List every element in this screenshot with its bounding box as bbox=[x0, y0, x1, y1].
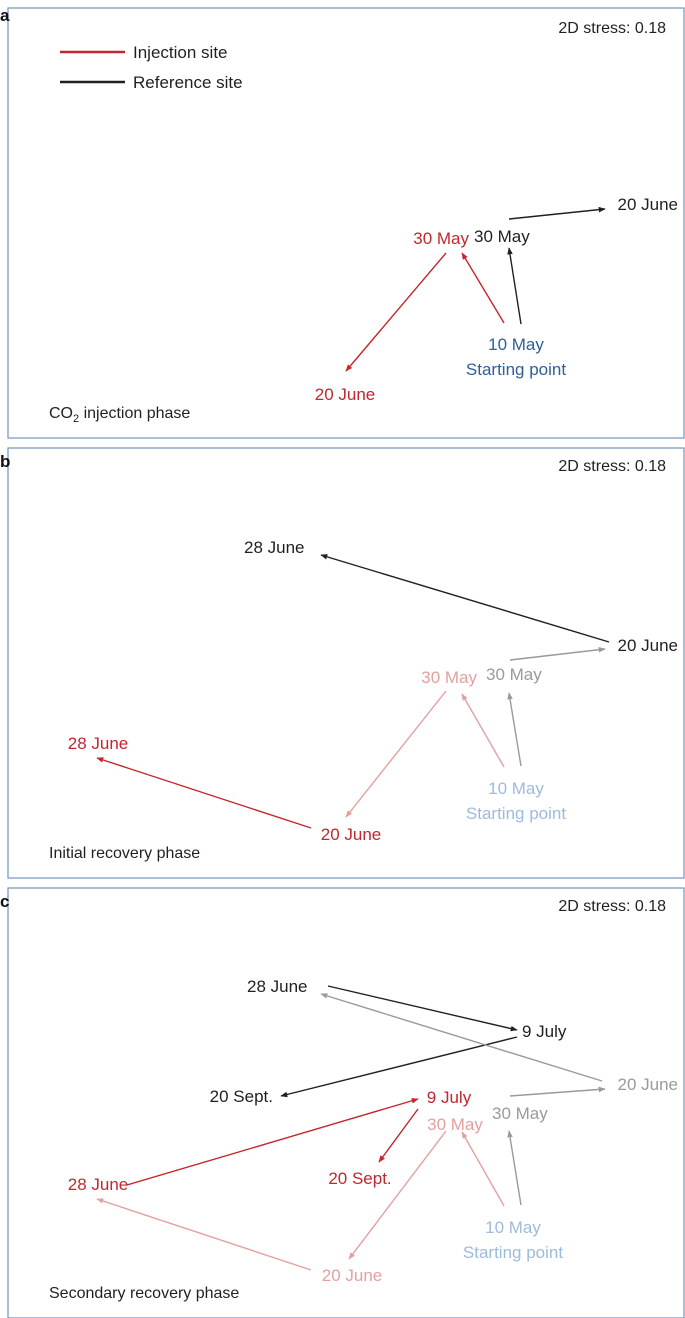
time-point-label: 20 June bbox=[618, 195, 679, 214]
phase-label: Secondary recovery phase bbox=[49, 1285, 239, 1302]
trajectory-arrow-reference-faded bbox=[320, 993, 603, 1082]
panel-letter: a bbox=[0, 6, 10, 25]
time-point-label: 9 July bbox=[522, 1022, 567, 1041]
phase-label: Initial recovery phase bbox=[49, 845, 200, 862]
time-point-label: 30 May bbox=[492, 1104, 548, 1123]
time-point-label: 20 Sept. bbox=[210, 1087, 273, 1106]
trajectory-arrow-reference bbox=[280, 1036, 518, 1098]
time-point-label: 10 May bbox=[488, 335, 544, 354]
trajectory-arrow-injection-faded bbox=[345, 690, 447, 818]
time-point-label: 30 May bbox=[413, 229, 469, 248]
time-point-label: 20 June bbox=[321, 825, 382, 844]
panel-frame bbox=[7, 7, 685, 439]
time-point-label: 9 July bbox=[427, 1088, 472, 1107]
legend-label-reference: Reference site bbox=[133, 73, 243, 92]
panel-frame bbox=[7, 447, 685, 879]
trajectory-arrow-reference-faded bbox=[509, 1086, 606, 1097]
time-point-label: 28 June bbox=[247, 977, 308, 996]
panel-c: c 2D stress: 0.18 28 June 9 July 20 June 20 S… bbox=[0, 887, 685, 1318]
trajectory-arrow-injection bbox=[378, 1108, 419, 1163]
time-point-label: Starting point bbox=[466, 804, 566, 823]
time-point-label: 30 May bbox=[427, 1115, 483, 1134]
trajectory-arrow-reference bbox=[320, 554, 610, 643]
time-point-label: 28 June bbox=[68, 1175, 129, 1194]
time-point-label: Starting point bbox=[466, 360, 566, 379]
stress-value: 2D stress: 0.18 bbox=[558, 458, 666, 475]
trajectory-arrow-reference-faded bbox=[509, 646, 606, 661]
time-point-label: 28 June bbox=[244, 538, 305, 557]
legend-label-injection: Injection site bbox=[133, 43, 228, 62]
trajectory-arrow-reference bbox=[508, 206, 606, 220]
trajectory-arrow-injection bbox=[126, 1098, 419, 1186]
time-point-label: Starting point bbox=[463, 1243, 563, 1262]
stress-value: 2D stress: 0.18 bbox=[558, 898, 666, 915]
trajectory-arrow-injection-faded bbox=[348, 1130, 447, 1260]
time-point-label: 20 Sept. bbox=[328, 1169, 391, 1188]
time-point-label: 10 May bbox=[488, 779, 544, 798]
panel-letter: c bbox=[0, 892, 9, 911]
trajectory-arrow-injection bbox=[345, 252, 447, 372]
panel-letter: b bbox=[0, 452, 10, 471]
time-point-label: 20 June bbox=[322, 1266, 383, 1285]
panel-frame bbox=[7, 887, 685, 1318]
trajectory-arrow-reference bbox=[507, 247, 522, 325]
time-point-label: 20 June bbox=[618, 1075, 679, 1094]
panel-a: a 2D stress: 0.18 20 June 30 May 30 May 10 Ma… bbox=[0, 6, 685, 439]
trajectory-arrow-reference-faded bbox=[507, 1130, 522, 1206]
trajectory-arrow-reference bbox=[327, 985, 518, 1032]
trajectory-arrow-injection-faded bbox=[96, 1198, 312, 1271]
time-point-label: 10 May bbox=[485, 1218, 541, 1237]
trajectory-arrow-injection bbox=[96, 757, 312, 829]
time-point-label: 28 June bbox=[68, 734, 129, 753]
trajectory-arrow-injection bbox=[461, 252, 505, 324]
time-point-label: 30 May bbox=[474, 227, 530, 246]
trajectory-arrow-injection-faded bbox=[461, 1131, 505, 1207]
time-point-label: 20 June bbox=[618, 636, 679, 655]
time-point-label: 30 May bbox=[421, 668, 477, 687]
panel-b: b 2D stress: 0.18 28 June 20 June 30 May 30 M… bbox=[0, 447, 685, 879]
trajectory-arrow-reference-faded bbox=[507, 692, 522, 767]
time-point-label: 20 June bbox=[315, 385, 376, 404]
phase-label: CO2 injection phase bbox=[49, 405, 190, 425]
time-point-label: 30 May bbox=[486, 665, 542, 684]
stress-value: 2D stress: 0.18 bbox=[558, 20, 666, 37]
trajectory-arrow-injection-faded bbox=[461, 693, 505, 768]
